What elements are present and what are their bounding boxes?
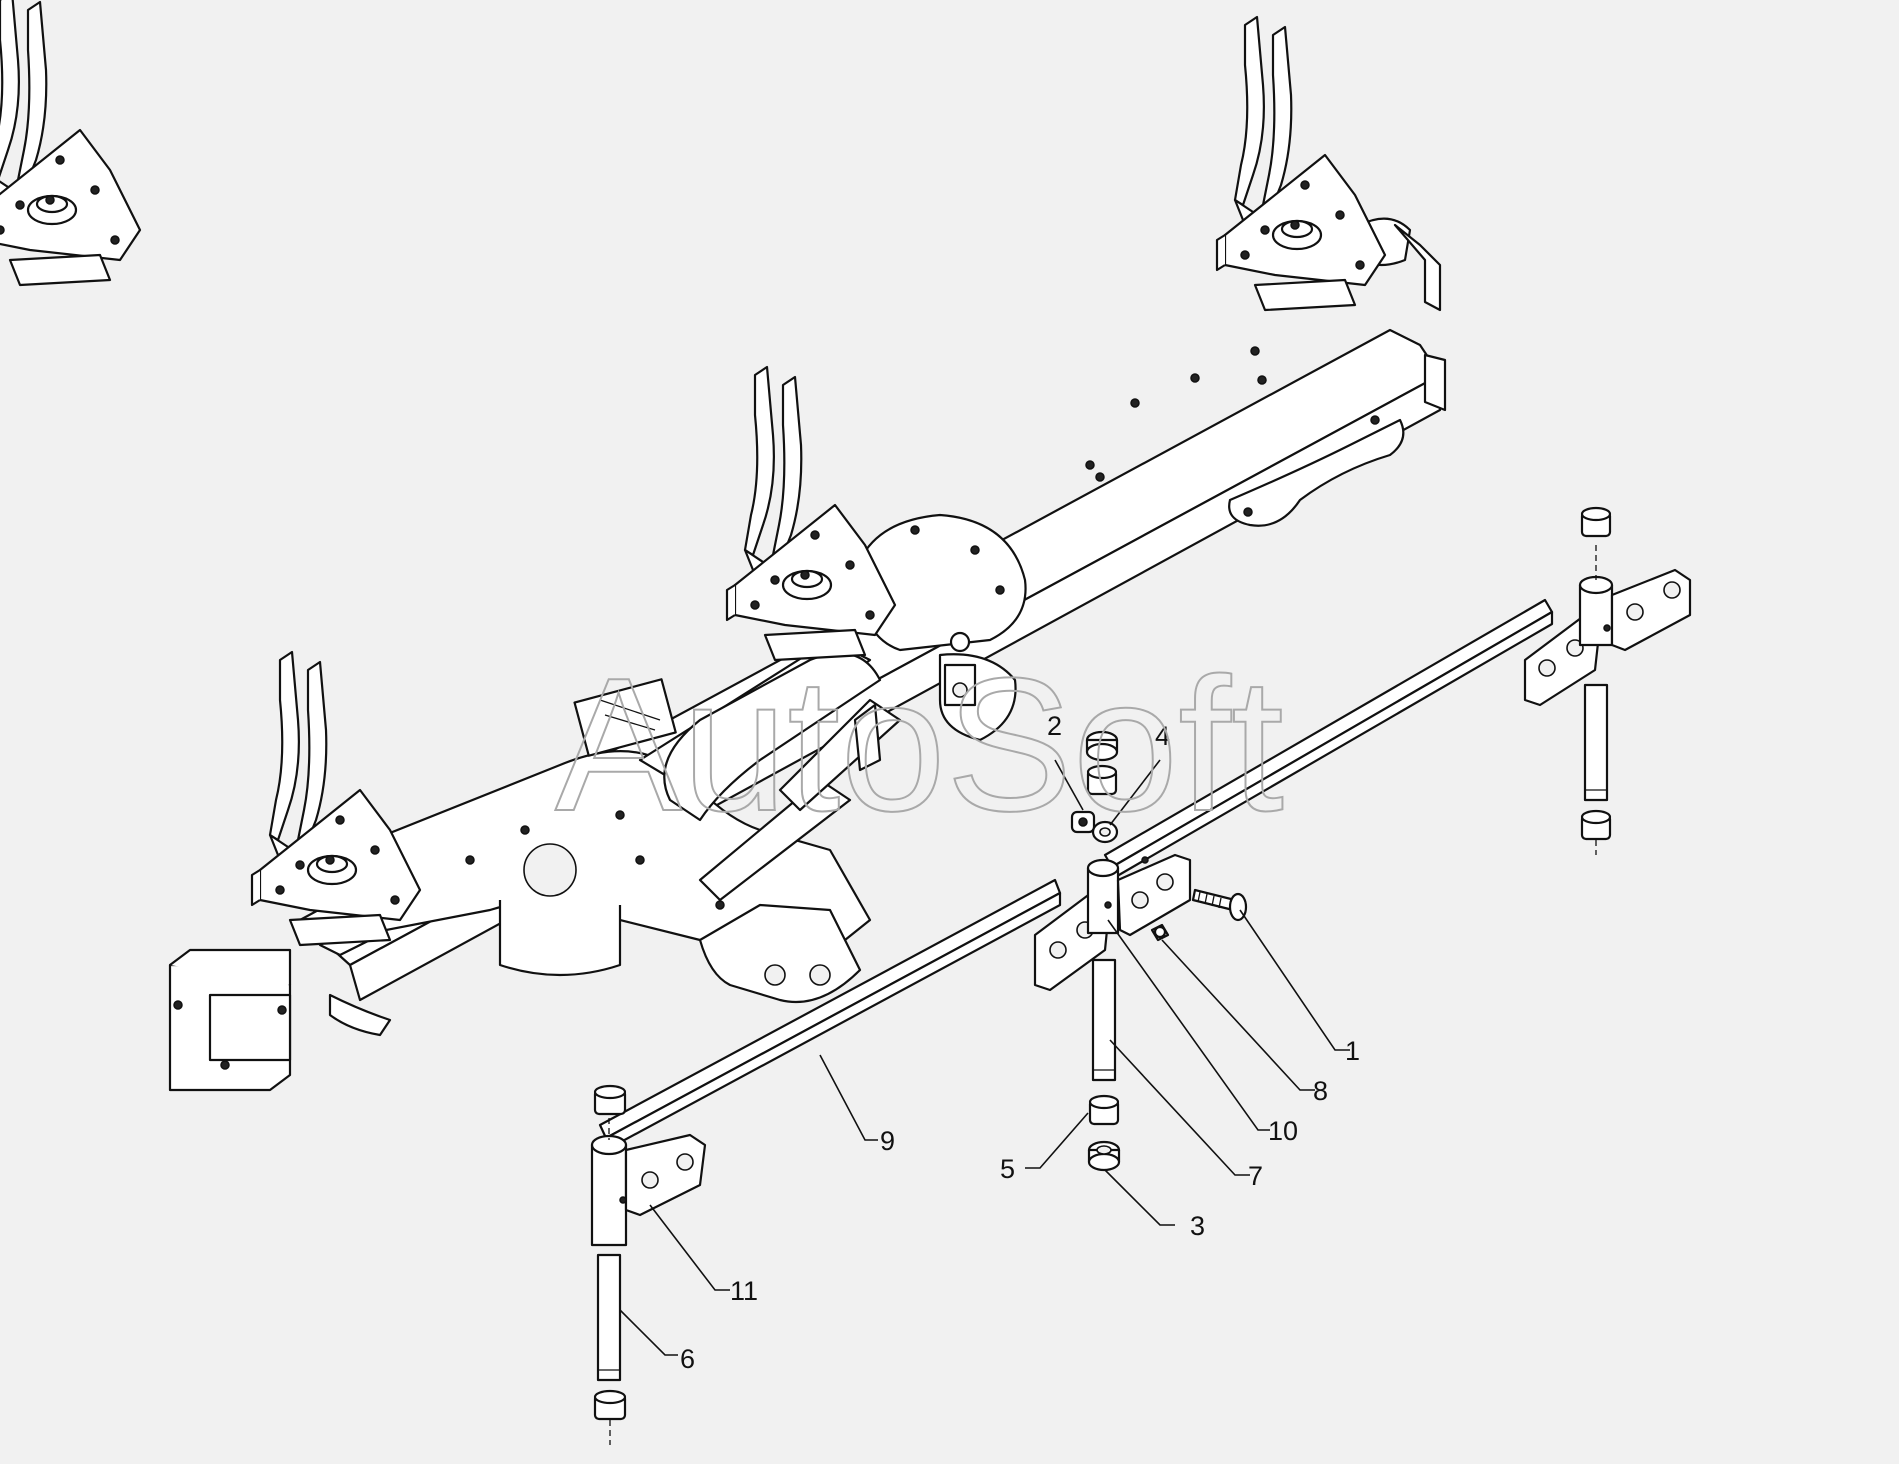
mount-bracket-left — [250, 650, 422, 947]
callout-1: 1 — [1345, 1036, 1360, 1066]
upper-fastener-stack — [1070, 730, 1119, 844]
callout-8: 8 — [1313, 1076, 1328, 1106]
center-cross-frame — [358, 750, 872, 1004]
rear-support-plate — [1228, 418, 1405, 527]
callout-9: 9 — [880, 1126, 895, 1156]
callout-6: 6 — [680, 1344, 695, 1374]
callout-5: 5 — [1000, 1154, 1015, 1184]
right-clevis — [1523, 568, 1692, 707]
center-clevis — [1033, 853, 1192, 992]
watermark-text: AutoSoft — [555, 639, 1284, 851]
leader-lines — [619, 759, 1350, 1356]
callout-4: 4 — [1155, 721, 1170, 751]
mount-bracket-template — [0, 0, 142, 287]
right-pin-assembly — [1580, 506, 1612, 855]
center-link-arms — [573, 638, 902, 902]
center-top-plate — [858, 513, 1027, 742]
callout-2: 2 — [1047, 711, 1062, 741]
callout-10: 10 — [1268, 1116, 1298, 1146]
bolt-and-fitting — [1150, 888, 1248, 942]
left-end-bracket — [168, 923, 392, 1092]
callout-11: 11 — [730, 1276, 758, 1306]
mount-bracket-right — [1215, 15, 1387, 312]
left-pin-assembly — [593, 1084, 627, 1445]
center-pin-assembly — [1087, 958, 1121, 1172]
callout-3: 3 — [1190, 1211, 1205, 1241]
left-clevis — [590, 1133, 707, 1247]
callout-7: 7 — [1248, 1161, 1263, 1191]
mount-bracket-center — [725, 365, 897, 662]
